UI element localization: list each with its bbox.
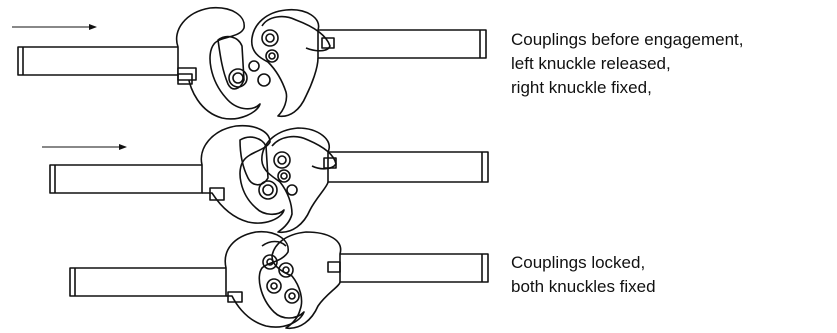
caption-line: right knuckle fixed, [511, 78, 652, 97]
coupling-diagram-before-engagement [12, 6, 487, 120]
right-coupler-head [250, 8, 320, 118]
right-coupler-shank [327, 151, 489, 183]
left-coupler-shank [69, 267, 227, 297]
left-coupler-shank [17, 46, 179, 76]
coupling-diagram-engaging [42, 124, 489, 234]
right-coupler-shank [339, 253, 489, 283]
left-coupler-head [200, 124, 285, 224]
left-coupler-head [175, 6, 261, 120]
caption-line: Couplings locked, [511, 253, 646, 272]
coupling-diagram-locked [69, 230, 489, 330]
caption-line: Couplings before engagement, [511, 30, 744, 49]
left-coupler-head [224, 230, 305, 328]
caption-before-engagement: Couplings before engagement, left knuckl… [511, 28, 744, 100]
caption-locked: Couplings locked, both knuckles fixed [511, 251, 656, 299]
right-coupler-head [271, 231, 342, 330]
caption-line: left knuckle released, [511, 54, 671, 73]
caption-line: both knuckles fixed [511, 277, 656, 296]
right-coupler-shank [317, 29, 487, 59]
left-coupler-shank [49, 164, 203, 194]
right-coupler-head [261, 127, 331, 234]
